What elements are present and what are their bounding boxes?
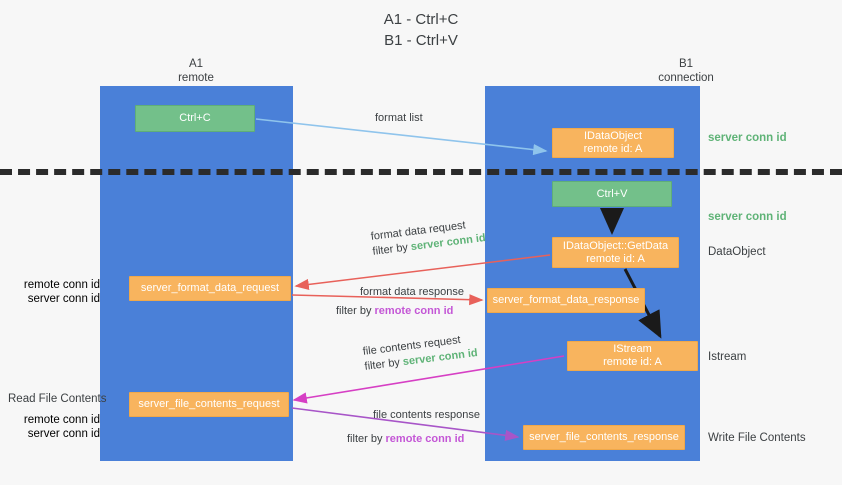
node-idataobject-sublabel: remote id: A: [583, 143, 643, 155]
node-ctrl-v[interactable]: Ctrl+V: [552, 181, 672, 207]
annotation-left-format-conn-ids: remote conn id server conn id: [8, 278, 100, 306]
annotation-server-conn-id-2: server conn id: [27, 428, 100, 440]
annotation-write-file-contents: Write File Contents: [708, 432, 806, 444]
filter-prefix: filter by: [336, 305, 375, 317]
node-istream-sublabel: remote id: A: [603, 356, 662, 368]
edge-label-format-data-request: format data request filter by server con…: [370, 216, 487, 260]
page-title: A1 - Ctrl+C B1 - Ctrl+V: [0, 9, 842, 51]
node-server-format-data-response-label: server_format_data_response: [492, 294, 640, 306]
annotation-remote-conn-id-1: remote conn id: [23, 279, 100, 291]
node-istream[interactable]: IStream remote id: A: [567, 341, 698, 371]
node-idataobject-getdata[interactable]: IDataObject::GetData remote id: A: [552, 237, 679, 268]
edge-label-format-list: format list: [375, 112, 423, 124]
phase-divider: [0, 169, 842, 175]
annotation-server-conn-id-mid: server conn id: [708, 211, 787, 223]
node-istream-label: IStream: [613, 343, 652, 355]
filter-prefix: filter by: [347, 433, 386, 445]
node-getdata-sublabel: remote id: A: [586, 252, 645, 265]
node-idataobject[interactable]: IDataObject remote id: A: [552, 128, 674, 158]
edge-label-file-contents-response-title: file contents response: [373, 409, 481, 421]
annotation-server-conn-id-1: server conn id: [27, 293, 100, 305]
edge-label-file-contents-response-filter: filter by remote conn id: [347, 432, 464, 447]
annotation-istream: Istream: [708, 351, 747, 363]
node-ctrl-c[interactable]: Ctrl+C: [135, 105, 255, 132]
node-ctrl-c-label: Ctrl+C: [179, 112, 211, 124]
annotation-dataobject: DataObject: [708, 246, 766, 258]
node-server-file-contents-response-label: server_file_contents_response: [529, 431, 679, 443]
node-server-format-data-response[interactable]: server_format_data_response: [487, 288, 645, 313]
annotation-read-file-contents: Read File Contents: [8, 393, 107, 405]
lane-a1-role: remote: [178, 72, 214, 84]
lane-b1-name: B1: [678, 58, 694, 70]
edge-label-file-contents-request: file contents request filter by server c…: [362, 331, 479, 375]
filter-prefix: filter by: [371, 241, 412, 258]
node-server-file-contents-request[interactable]: server_file_contents_request: [129, 392, 289, 417]
lane-header-b1: B1 connection: [586, 57, 786, 85]
node-idataobject-label: IDataObject: [583, 130, 643, 142]
edge-label-format-data-response-filter: filter by remote conn id: [336, 304, 453, 319]
node-server-file-contents-response[interactable]: server_file_contents_response: [523, 425, 685, 450]
node-ctrl-v-label: Ctrl+V: [596, 187, 628, 200]
title-line-1: A1 - Ctrl+C: [383, 11, 459, 28]
node-server-file-contents-request-label: server_file_contents_request: [138, 398, 280, 410]
lane-b1-role: connection: [658, 72, 714, 84]
filter-value-remote-conn-id: remote conn id: [385, 433, 465, 445]
node-server-format-data-request-label: server_format_data_request: [140, 282, 280, 294]
annotation-remote-conn-id-2: remote conn id: [23, 414, 100, 426]
edge-label-format-data-response-title: format data response: [360, 286, 464, 298]
filter-value-remote-conn-id: remote conn id: [374, 305, 454, 317]
annotation-left-file-conn-ids: remote conn id server conn id: [8, 413, 100, 441]
filter-prefix: filter by: [363, 356, 404, 373]
node-server-format-data-request[interactable]: server_format_data_request: [129, 276, 291, 301]
lane-a1-name: A1: [188, 58, 204, 70]
annotation-server-conn-id-top: server conn id: [708, 132, 787, 144]
title-line-2: B1 - Ctrl+V: [384, 32, 458, 49]
lane-header-a1: A1 remote: [96, 57, 296, 85]
node-getdata-label: IDataObject::GetData: [562, 239, 669, 252]
